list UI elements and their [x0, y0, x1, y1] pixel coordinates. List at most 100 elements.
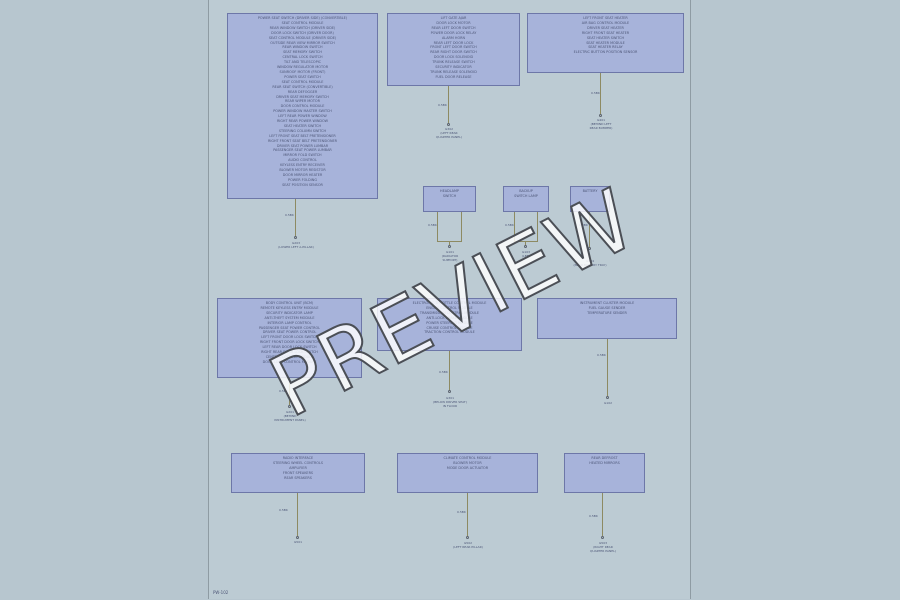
- component-text-line: LEFT FRONT SEAT HEATER: [583, 16, 628, 20]
- component-text-line: OUTSIDE REAR VIEW MIRROR SWITCH: [270, 40, 335, 45]
- wire-gauge: 0.5BK: [457, 510, 466, 514]
- component-text-line: SECURITY INDICATOR: [435, 65, 472, 70]
- component-text-line: TRACTION CONTROL MODULE: [424, 330, 475, 335]
- component-text-line: TILT AND TELESCOPIC: [283, 60, 322, 65]
- ground-label-line: G501: [293, 540, 303, 544]
- component-text-line: SEAT CONTROL MODULE: [281, 20, 324, 25]
- ground-label-line: (RADIATOR: [441, 254, 459, 259]
- ground-label-line: (RIGHT REAR: [593, 545, 613, 550]
- component-text-line: REAR SEAT SWITCH (CONVERTIBLE): [272, 84, 333, 89]
- wire: [289, 378, 290, 406]
- ground-label-line: G502: [463, 541, 473, 545]
- ground-label: G104(NEAR BATTERY TRAY): [573, 259, 606, 267]
- component-text-line: POWER WINDOW MASTER SWITCH: [273, 109, 332, 114]
- ground-label-line: G401: [596, 118, 606, 122]
- component-text-line: REAR DEFROST: [591, 456, 618, 460]
- diagram-sheet: POWER SEAT SWITCH (DRIVER SIDE) (CONVERT…: [208, 0, 691, 599]
- ground-label: G502(LEFT REAR PILLAR): [453, 541, 483, 549]
- component-text-line: ELECTRIC BUTTON POSITION SENSOR: [573, 50, 638, 55]
- component-text-line: SECURITY INDICATOR LAMP: [266, 310, 313, 315]
- component-text-line: FUEL GAUGE SENDER: [588, 305, 626, 310]
- component-text-line: BLOWER MOTOR: [453, 460, 482, 465]
- component-text-line: SWITCH LAMP: [514, 193, 538, 198]
- wire: [437, 212, 438, 242]
- wire: [537, 212, 538, 242]
- wire-gauge: 0.5BK: [589, 514, 598, 518]
- component-box: BODY CONTROL UNIT (BCM)REMOTE KEYLESS EN…: [217, 298, 362, 378]
- page-number: PW-102: [213, 590, 229, 595]
- component-text-line: DOOR MIRROR HEATER: [282, 173, 323, 177]
- ground-label-line: G302: [444, 127, 454, 131]
- component-text-line: TRUNK RELEASE SOLENOID: [430, 69, 477, 74]
- component-box: BATTERY: [570, 186, 610, 212]
- component-text-line: SWITCH: [442, 193, 457, 198]
- ground-label-line: INSTRUMENT PANEL): [274, 418, 306, 423]
- ground-label-line: (NEAR BATTERY TRAY): [573, 263, 607, 268]
- ground-label-line: SUPPORT): [442, 258, 458, 263]
- wire-gauge: 0.5BK: [279, 508, 288, 512]
- ground-terminal: [601, 536, 604, 539]
- component-text-line: DRIVER SEAT POWER CONTROL: [262, 330, 317, 335]
- component-text-line: INSTRUMENT CLUSTER MODULE: [579, 301, 635, 305]
- component-text-line: POWER SEAT SWITCH (DRIVER SIDE) (CONVERT…: [257, 16, 348, 20]
- ground-label-line: (LOWER LEFT A-PILLAR): [278, 245, 314, 250]
- wire-gauge: 0.5BK: [279, 389, 288, 393]
- ground-terminal: [524, 245, 527, 248]
- component-text-line: TEMPERATURE SENDER: [587, 310, 627, 315]
- ground-label-line: G503: [598, 541, 608, 545]
- component-box: POWER SEAT SWITCH (DRIVER SIDE) (CONVERT…: [227, 13, 378, 199]
- component-text-line: TRANSMISSION CONTROL MODULE: [419, 310, 480, 315]
- wire-gauge: 0.5BK: [428, 223, 437, 227]
- ground-label-line: G203: [291, 241, 301, 245]
- component-text-line: CLIMATE CONTROL MODULE: [443, 456, 492, 460]
- wire: [602, 493, 603, 537]
- component-text-line: LIFT GATE AJAR: [440, 16, 467, 20]
- wire-gauge: 0.5BK: [285, 213, 294, 217]
- ground-terminal: [466, 536, 469, 539]
- component-text-line: REAR WIPER MOTOR: [285, 99, 320, 104]
- ground-label-line: (BEHIND: [283, 414, 297, 419]
- component-text-line: DOOR LOCK SOLENOID: [433, 55, 474, 60]
- component-text-line: FRONT SPEAKERS: [282, 470, 314, 475]
- component-text-line: CRUISE CONTROL MODULE: [426, 325, 473, 330]
- ground-label-line: G104: [585, 259, 595, 263]
- wire-gauge: 0.5BK: [597, 353, 606, 357]
- component-text-line: LEFT FRONT DOOR LOCK SWITCH: [261, 335, 318, 340]
- ground-label-line: G301: [445, 396, 455, 400]
- ground-label-line: (BEHIND LEFT: [590, 122, 612, 127]
- ground-label-line: (LEFT REAR: [440, 131, 458, 136]
- component-text-line: REAR RIGHT DOOR SWITCH: [430, 50, 477, 55]
- component-text-line: SEAT HEATER SWITCH: [586, 35, 625, 40]
- component-text-line: REAR LEFT DOOR SWITCH: [431, 25, 476, 30]
- ground-label-line: QUARTER PANEL): [436, 135, 462, 140]
- component-text-line: RIGHT REAR DOOR LOCK SWITCH: [261, 350, 318, 355]
- ground-terminal: [294, 236, 297, 239]
- component-text-line: REAR SPEAKERS: [284, 475, 312, 480]
- component-text-line: LEFT REAR POWER WINDOW: [278, 114, 327, 119]
- component-text-line: ANTI-LOCK BRAKE MODULE: [426, 315, 473, 320]
- component-text-line: RIGHT REAR POWER WINDOW: [276, 119, 329, 124]
- component-text-line: SEAT CONTROL MODULE (DRIVER SIDE): [268, 35, 337, 40]
- component-text-line: AUDIO CONTROL: [288, 158, 317, 163]
- wire: [514, 212, 515, 242]
- component-text-line: RIGHT FRONT SEAT BELT PRETENSIONER: [267, 138, 338, 143]
- ground-label-line: G201: [285, 410, 295, 414]
- component-text-line: POWER SEAT SWITCH: [284, 74, 321, 79]
- component-text-line: DOOR LOCK SWITCH (DRIVER DOOR): [271, 30, 334, 35]
- component-text-line: CENTRAL LOCK SWITCH: [282, 55, 323, 60]
- component-text-line: AIR BAG CONTROL MODULE: [581, 20, 630, 25]
- wire: [295, 199, 296, 237]
- wire-gauge: 0.8BK: [579, 223, 588, 227]
- component-text-line: MODE DOOR ACTUATOR: [446, 465, 489, 470]
- component-text-line: DRIVER SEAT MEMORY SWITCH: [276, 94, 329, 99]
- wire-gauge: 0.5BK: [591, 91, 600, 95]
- ground-label: G301(BELOW DRIVER SEAT)IN FLOOR: [433, 396, 467, 409]
